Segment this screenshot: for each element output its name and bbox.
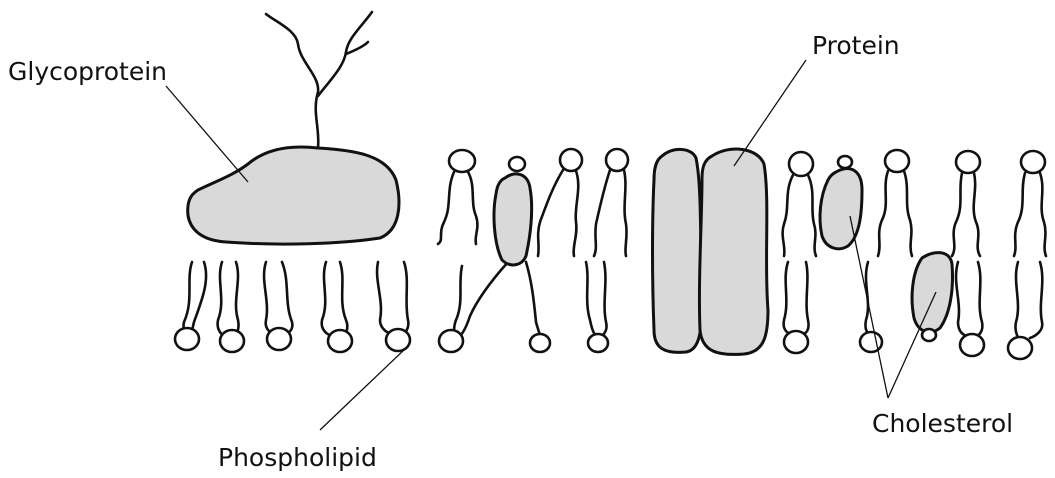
cholesterol-shape-2 (820, 169, 862, 249)
phospholipid-leader-line (320, 348, 406, 430)
protein-label: Protein (812, 31, 900, 60)
protein-shape-right (699, 149, 768, 354)
protein-leader-line (734, 60, 806, 166)
cholesterol-shape-1 (494, 174, 532, 265)
protein-shape-left (653, 149, 703, 352)
cholesterol-leader-line-1 (850, 216, 888, 398)
glycoprotein-leader-line (166, 86, 248, 182)
glycoprotein-label: Glycoprotein (8, 57, 167, 86)
cholesterol-shape-3 (912, 253, 952, 332)
phospholipid-label: Phospholipid (218, 443, 377, 472)
cholesterol-label: Cholesterol (872, 409, 1013, 438)
glycoprotein-carbohydrate-chain (266, 12, 372, 148)
integral-proteins (653, 149, 769, 354)
glycoprotein-shape (188, 147, 399, 244)
